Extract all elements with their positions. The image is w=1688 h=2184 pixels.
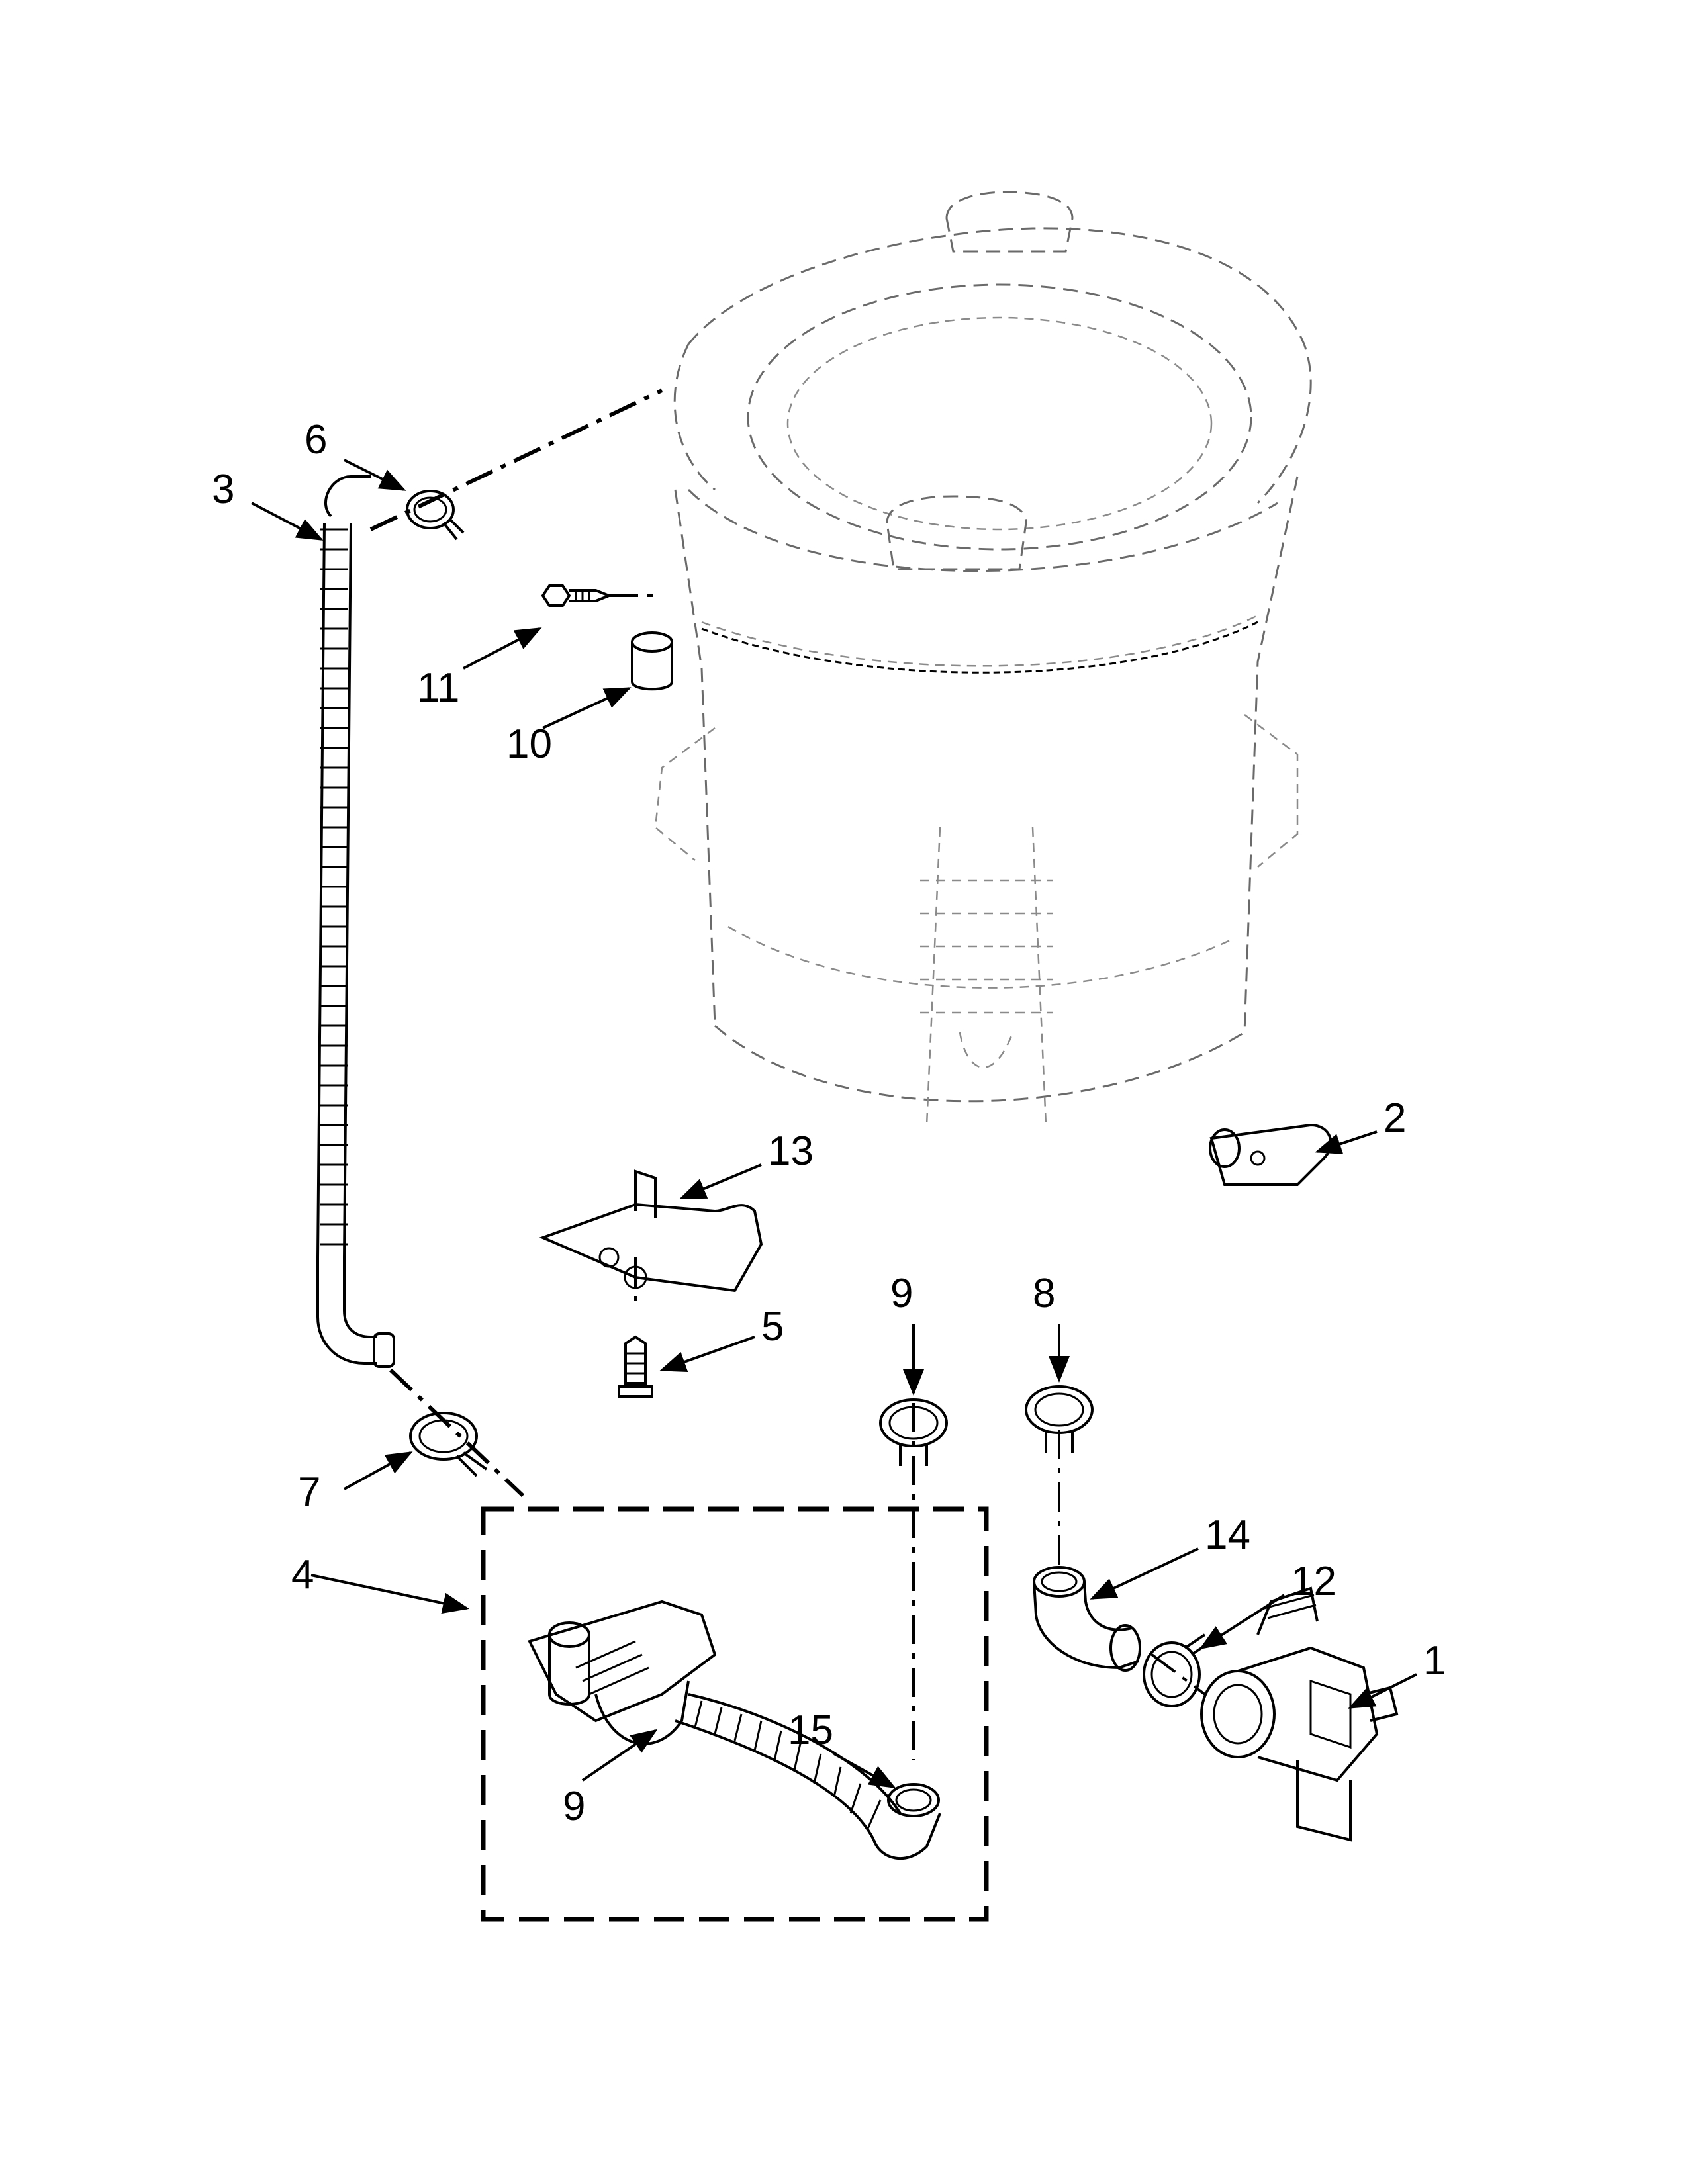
callout-6: 6 xyxy=(305,417,327,463)
callout-3: 3 xyxy=(212,467,234,512)
clamp-12 xyxy=(1143,1633,1213,1707)
clamp-8 xyxy=(1025,1385,1094,1453)
drain-hose xyxy=(316,475,395,1368)
callout-8: 8 xyxy=(1033,1271,1055,1316)
callout-9-top: 9 xyxy=(890,1271,913,1316)
callout-1: 1 xyxy=(1423,1638,1446,1684)
callout-15: 15 xyxy=(788,1707,833,1753)
callout-9-bottom: 9 xyxy=(563,1784,585,1829)
callout-12: 12 xyxy=(1291,1559,1336,1604)
tub-outline xyxy=(654,191,1312,1126)
callout-13: 13 xyxy=(768,1128,814,1174)
leader-lines xyxy=(251,459,1417,1788)
pump-assembly xyxy=(528,1600,717,1745)
corrugated-hose-15 xyxy=(675,1693,941,1860)
elbow-hose-14 xyxy=(1033,1566,1141,1672)
clamp-7 xyxy=(409,1412,488,1477)
callout-10: 10 xyxy=(506,721,552,767)
drain-pump-1 xyxy=(1200,1586,1399,1842)
shield-13 xyxy=(539,1169,763,1293)
callout-7: 7 xyxy=(298,1469,320,1515)
callout-11: 11 xyxy=(417,665,459,711)
spacer-10 xyxy=(631,631,673,691)
callout-labels: 1 2 3 4 5 6 7 8 9 9 10 11 12 13 14 15 xyxy=(212,417,1446,1829)
callout-5: 5 xyxy=(761,1304,784,1349)
clamp-9 xyxy=(879,1398,948,1466)
phantom-lines xyxy=(369,388,1206,1760)
screw-11 xyxy=(541,584,613,607)
bracket-2 xyxy=(1209,1123,1333,1186)
screw-5 xyxy=(618,1335,653,1398)
callout-14: 14 xyxy=(1205,1512,1250,1558)
callout-2: 2 xyxy=(1383,1095,1406,1141)
clamp-6 xyxy=(406,490,465,541)
callout-4: 4 xyxy=(291,1552,314,1598)
kit-box xyxy=(481,1506,989,1922)
